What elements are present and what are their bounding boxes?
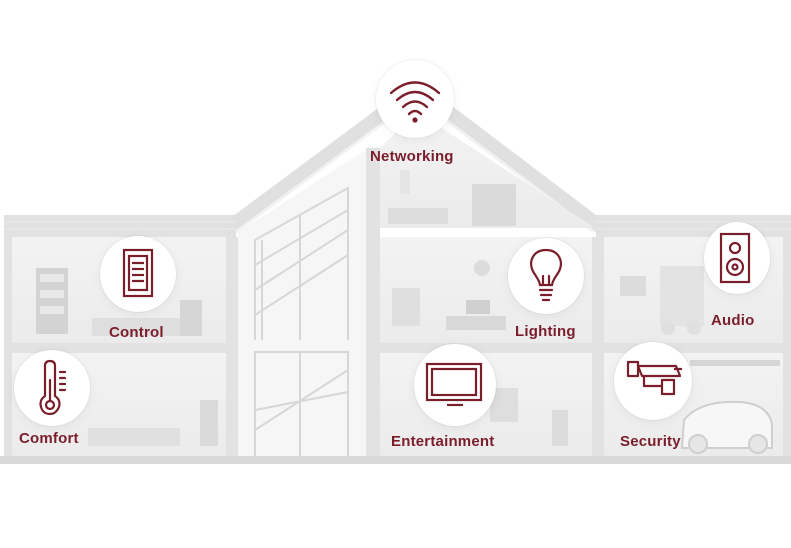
wifi-icon xyxy=(389,81,441,123)
furniture xyxy=(36,170,780,454)
thermometer-icon xyxy=(39,359,67,416)
comfort-badge xyxy=(14,350,90,426)
lighting-label: Lighting xyxy=(515,323,576,340)
networking-badge xyxy=(376,60,454,138)
touch-panel-icon xyxy=(122,248,154,298)
audio-badge xyxy=(704,222,770,294)
networking-label: Networking xyxy=(370,148,454,165)
comfort-label: Comfort xyxy=(19,430,79,447)
control-badge xyxy=(100,236,176,312)
tv-icon xyxy=(425,362,483,407)
stairs xyxy=(254,186,349,456)
lighting-badge xyxy=(508,238,584,314)
light-bulb-icon xyxy=(530,248,562,302)
speaker-icon xyxy=(719,232,751,284)
entertainment-label: Entertainment xyxy=(391,433,495,450)
security-badge xyxy=(614,342,692,420)
control-label: Control xyxy=(109,324,164,341)
security-camera-icon xyxy=(626,360,682,396)
security-label: Security xyxy=(620,433,681,450)
ground-strip xyxy=(0,456,791,464)
audio-label: Audio xyxy=(711,312,755,329)
house-structure xyxy=(4,148,791,456)
entertainment-badge xyxy=(414,344,496,426)
